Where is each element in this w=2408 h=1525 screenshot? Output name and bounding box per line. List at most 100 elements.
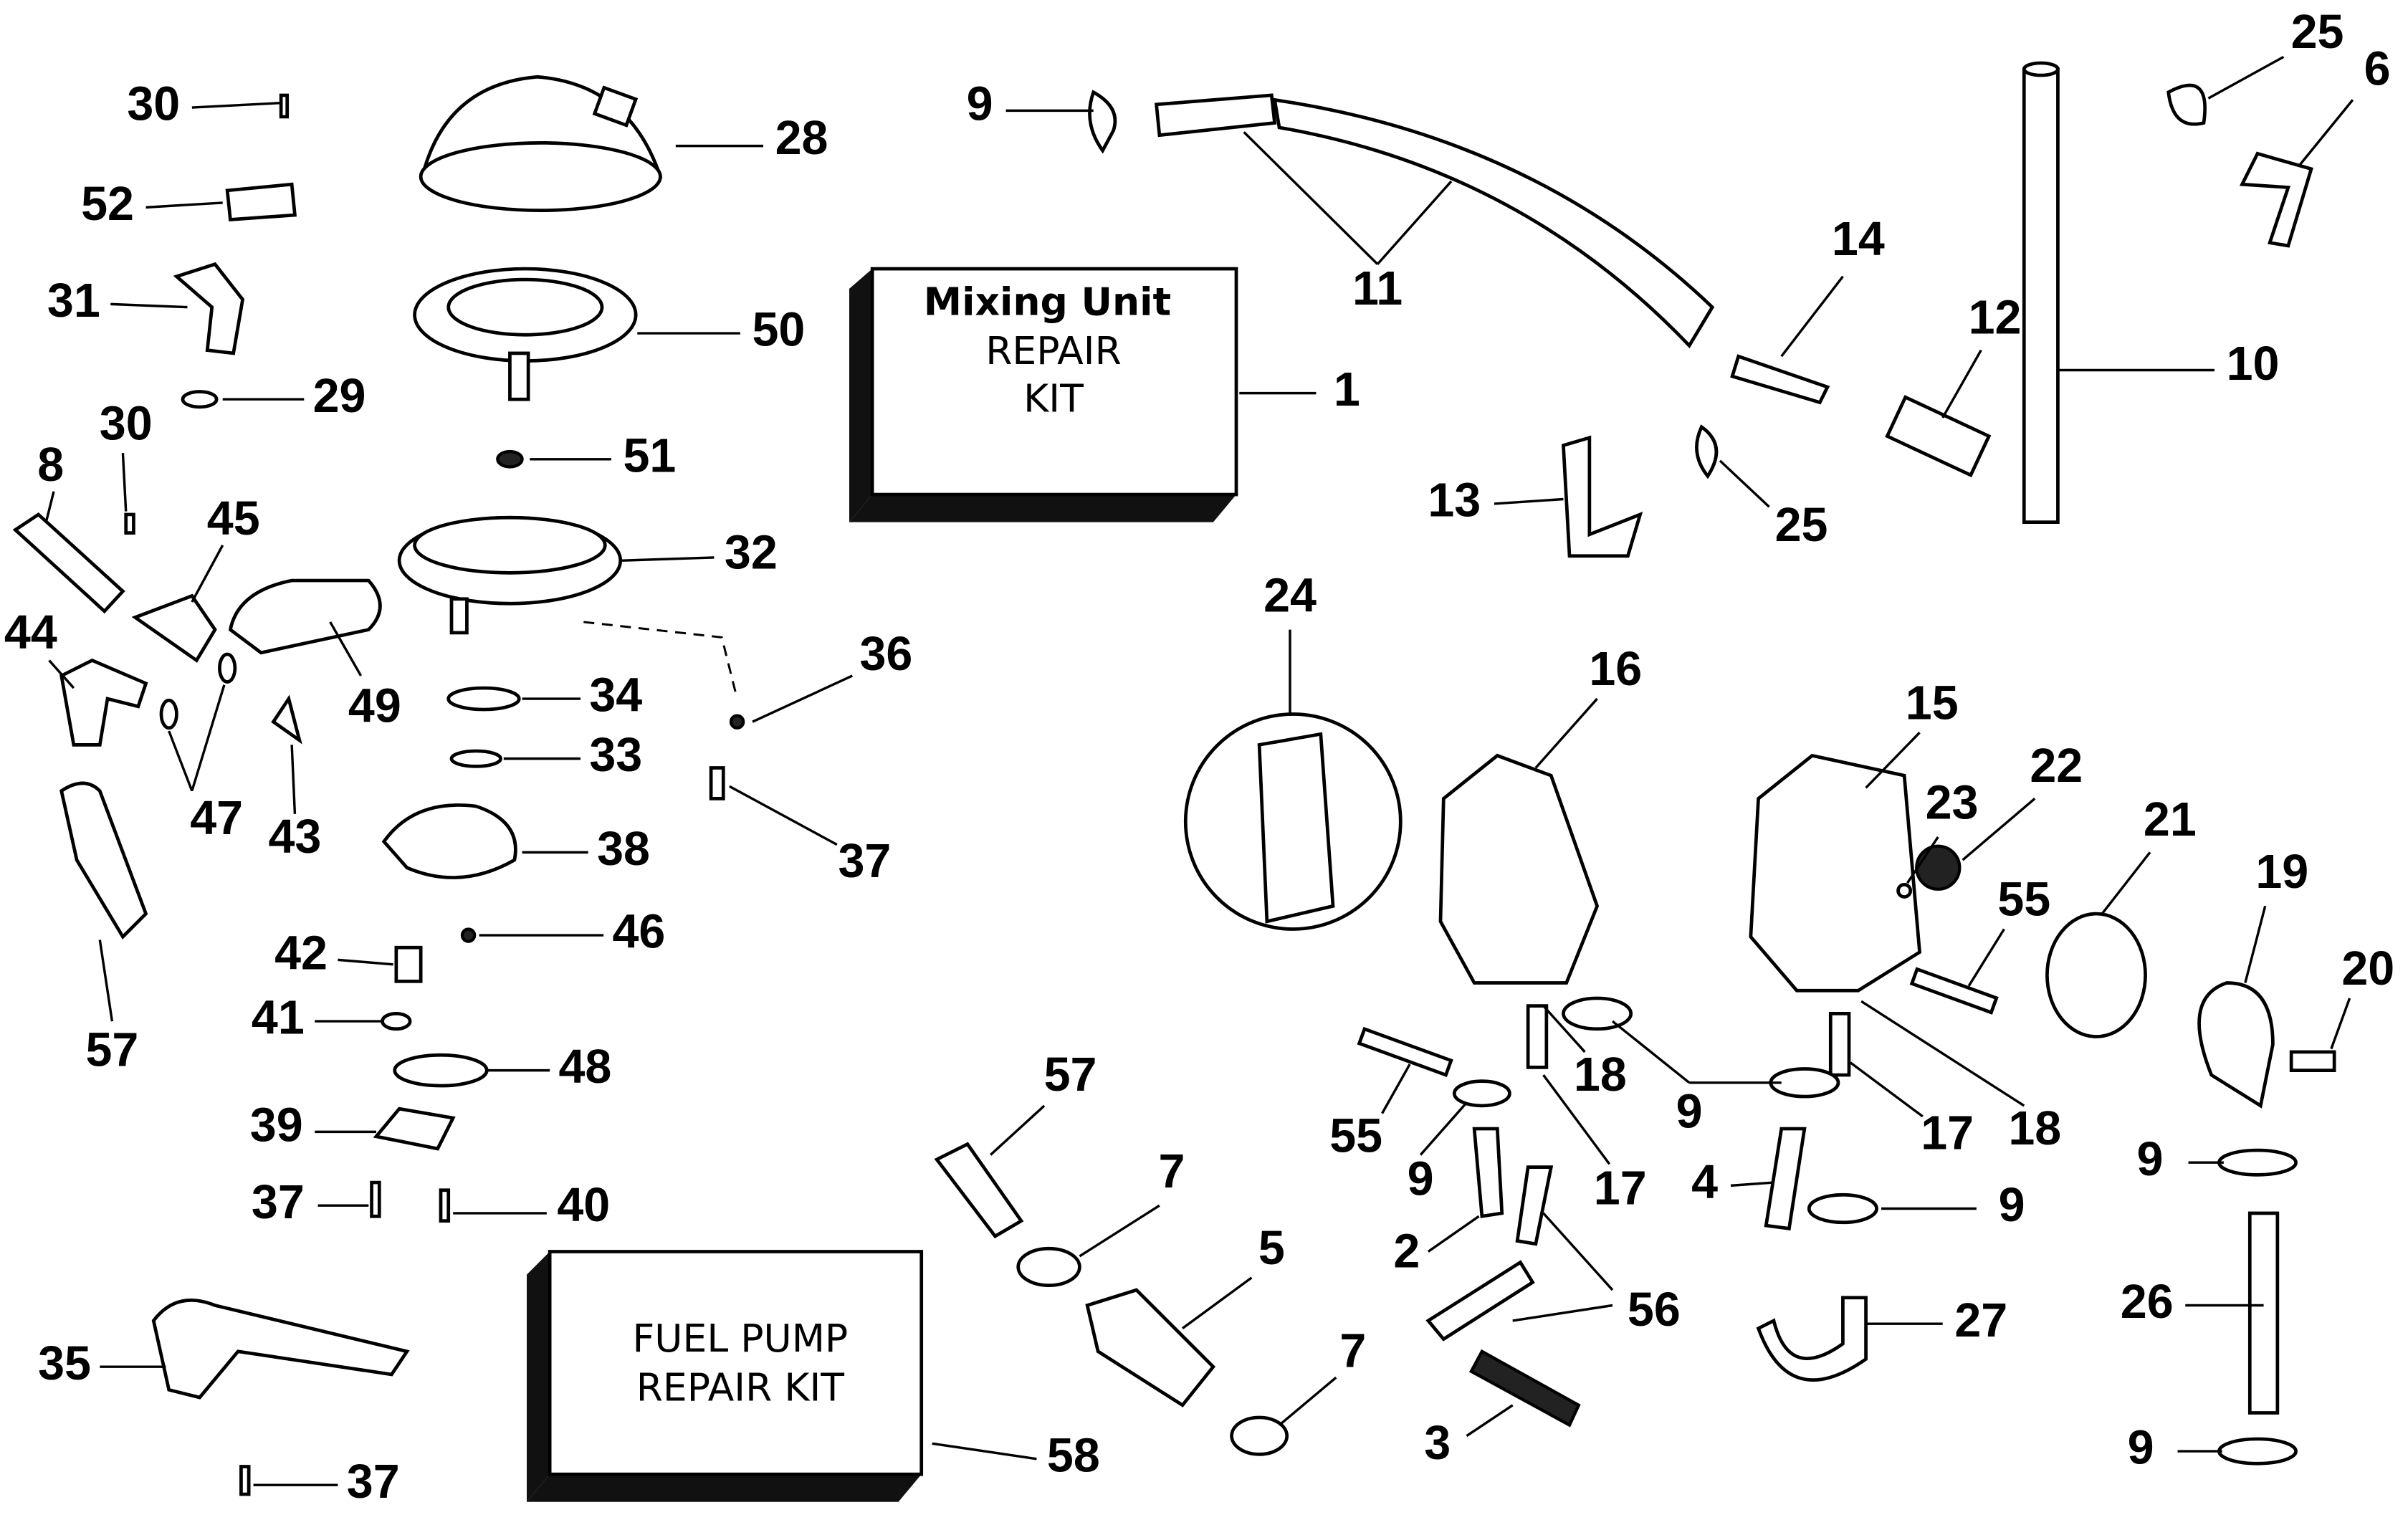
leader-line — [338, 958, 393, 966]
part-11-hose-long — [1272, 97, 1715, 349]
part-3-spring — [1468, 1349, 1581, 1428]
leader-line — [1181, 1276, 1253, 1330]
callout-label: 40 — [557, 1179, 610, 1232]
part-9 — [2217, 1148, 2298, 1177]
part-34 — [446, 686, 521, 712]
callout-label: 26 — [2121, 1276, 2174, 1329]
part-9 — [1807, 1192, 1878, 1225]
callout-label: 37 — [252, 1176, 305, 1229]
callout-label: 9 — [2137, 1133, 2164, 1186]
callout-label: 6 — [2364, 42, 2391, 95]
leader-line — [121, 453, 128, 512]
leader-line — [329, 621, 363, 677]
mixing-kit-line2: REPAIR — [985, 328, 1122, 373]
leader-line — [2100, 851, 2151, 917]
leader-line — [1419, 1101, 1468, 1156]
leader-line — [110, 302, 188, 309]
callout-label: 22 — [2030, 740, 2083, 793]
part-13 — [1561, 435, 1643, 558]
callout-label: 7 — [1159, 1145, 1185, 1198]
leader-line — [1906, 836, 1939, 884]
part-20 — [2289, 1050, 2336, 1073]
part-46 — [460, 927, 477, 943]
leader-line — [1611, 1020, 1691, 1084]
part-27 — [1756, 1296, 1868, 1382]
part-17 — [1828, 1012, 1851, 1077]
leader-line — [2244, 905, 2267, 983]
callout-label: 46 — [612, 906, 665, 959]
callout-label: 52 — [81, 178, 134, 231]
callout-label: 9 — [967, 78, 993, 131]
part-6 — [2239, 151, 2313, 248]
callout-label: 16 — [1589, 643, 1642, 696]
callout-label: 28 — [775, 112, 828, 165]
leader-line — [1542, 1212, 1614, 1291]
callout-label: 58 — [1047, 1429, 1100, 1482]
leader-line — [752, 674, 854, 723]
callout-label: 25 — [1775, 499, 1828, 552]
leader-line — [1860, 1000, 2025, 1107]
callout-label: 9 — [1999, 1179, 2025, 1232]
part-37 — [709, 766, 725, 800]
callout-label: 5 — [1258, 1222, 1285, 1275]
callout-label: 44 — [4, 606, 57, 659]
callout-label: 37 — [838, 835, 891, 888]
callout-label: 42 — [274, 927, 328, 980]
part-10-top — [2022, 61, 2060, 77]
callout-label: 55 — [1329, 1110, 1382, 1163]
leader-line — [621, 556, 715, 562]
callout-label: 29 — [313, 370, 366, 423]
callout-label: 20 — [2341, 942, 2394, 995]
callout-label: 30 — [100, 397, 153, 450]
leader-line — [191, 544, 224, 603]
part-31 — [173, 262, 245, 355]
part-29 — [181, 390, 219, 409]
callout-label: 41 — [252, 992, 305, 1045]
callout-label: 55 — [1997, 874, 2050, 927]
part-10-manifold — [2022, 67, 2060, 524]
part-51 — [496, 449, 524, 469]
callout-label: 57 — [85, 1024, 138, 1077]
callout-label: 3 — [1424, 1417, 1451, 1470]
part-9 — [1562, 996, 1633, 1031]
leader-line — [1962, 798, 2036, 861]
callout-label: 51 — [623, 429, 676, 482]
callout-label: 35 — [38, 1337, 91, 1390]
mixing-kit-line3: KIT — [1023, 376, 1084, 421]
callout-label: 19 — [2255, 846, 2308, 899]
leader-line — [1967, 928, 2005, 987]
leader-line — [1542, 1005, 1586, 1053]
fuel-pump-kit-line2: REPAIR KIT — [636, 1364, 845, 1410]
callout-label: 30 — [127, 78, 180, 131]
leader-line — [1278, 1376, 1337, 1426]
part-49 — [228, 578, 382, 655]
callout-label: 11 — [1352, 262, 1403, 315]
part-38 — [381, 803, 517, 879]
part-47 — [218, 652, 237, 684]
fuel-pump-repair-kit: FUEL PUMP REPAIR KIT — [527, 1250, 924, 1502]
leader-line — [989, 1104, 1046, 1156]
part-7 — [1016, 1246, 1081, 1288]
part-57 — [934, 1142, 1024, 1239]
callout-label: 1 — [1334, 363, 1360, 416]
part-37 — [239, 1465, 251, 1496]
leader-line — [1719, 459, 1770, 508]
leader-line — [1243, 131, 1379, 265]
leader-line — [44, 491, 55, 523]
part-28-cover — [419, 75, 663, 213]
fuel-pump-kit-line1: FUEL PUMP — [632, 1316, 848, 1361]
part-45 — [131, 593, 217, 663]
part-37 — [370, 1180, 381, 1218]
callout-label: 2 — [1393, 1225, 1420, 1278]
callout-label: 18 — [2008, 1102, 2061, 1155]
part-15-fuel-pump — [1749, 753, 1922, 993]
part-12 — [1885, 395, 1992, 478]
part-35 — [151, 1299, 410, 1400]
part-48 — [393, 1053, 489, 1088]
part-30 — [124, 512, 135, 535]
part-40 — [439, 1188, 451, 1223]
part-52 — [225, 182, 297, 222]
leader-line — [2207, 55, 2285, 100]
part-57 — [59, 781, 148, 940]
